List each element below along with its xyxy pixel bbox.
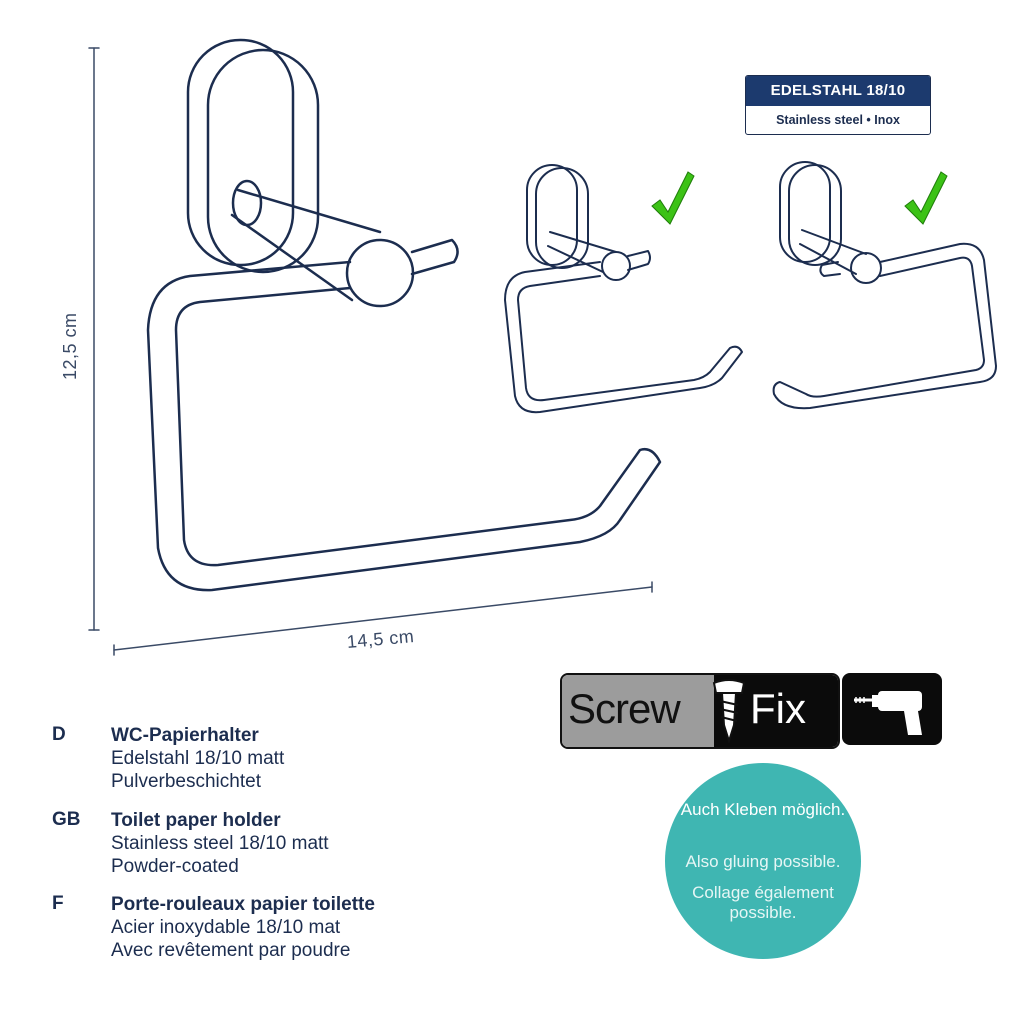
finish-line: Avec revêtement par poudre bbox=[111, 940, 351, 961]
product-title: WC-Papierhalter bbox=[111, 725, 259, 746]
drill-badge bbox=[842, 673, 942, 745]
holder-variant-left bbox=[504, 164, 743, 414]
height-dimension-label: 12,5 cm bbox=[60, 312, 80, 380]
screwfix-fix-label: Fix bbox=[750, 685, 806, 732]
finish-line: Pulverbeschichtet bbox=[111, 771, 261, 792]
glue-note-fr: Collage également possible. bbox=[692, 883, 834, 922]
language-code: GB bbox=[52, 809, 81, 830]
material-badge-title: EDELSTAHL 18/10 bbox=[746, 76, 930, 106]
holder-variant-right bbox=[772, 161, 997, 410]
material-line: Edelstahl 18/10 matt bbox=[111, 748, 285, 769]
glue-note-de: Auch Kleben möglich. bbox=[680, 800, 846, 819]
product-title: Porte-rouleaux papier toilette bbox=[111, 894, 375, 915]
material-badge: EDELSTAHL 18/10 Stainless steel • Inox bbox=[745, 75, 931, 135]
product-title: Toilet paper holder bbox=[111, 810, 281, 831]
screwfix-screw-label: Screw bbox=[568, 685, 681, 732]
material-line: Acier inoxydable 18/10 mat bbox=[111, 917, 341, 938]
checkmark-icon bbox=[904, 171, 948, 225]
width-dimension-line bbox=[113, 581, 653, 656]
screwfix-logo: Screw Fix bbox=[560, 673, 840, 749]
glue-note-en: Also gluing possible. bbox=[685, 852, 841, 871]
material-badge-subtitle: Stainless steel • Inox bbox=[776, 113, 900, 127]
height-dimension-line bbox=[88, 47, 100, 631]
drill-icon bbox=[854, 691, 922, 735]
glue-note-circle: Auch Kleben möglich. Also gluing possibl… bbox=[665, 763, 861, 959]
checkmark-icon bbox=[651, 171, 695, 225]
holder-large bbox=[146, 38, 662, 592]
material-line: Stainless steel 18/10 matt bbox=[111, 833, 329, 854]
finish-line: Powder-coated bbox=[111, 856, 239, 877]
language-code: D bbox=[52, 724, 66, 745]
screw-icon bbox=[712, 679, 746, 743]
language-code: F bbox=[52, 893, 64, 914]
